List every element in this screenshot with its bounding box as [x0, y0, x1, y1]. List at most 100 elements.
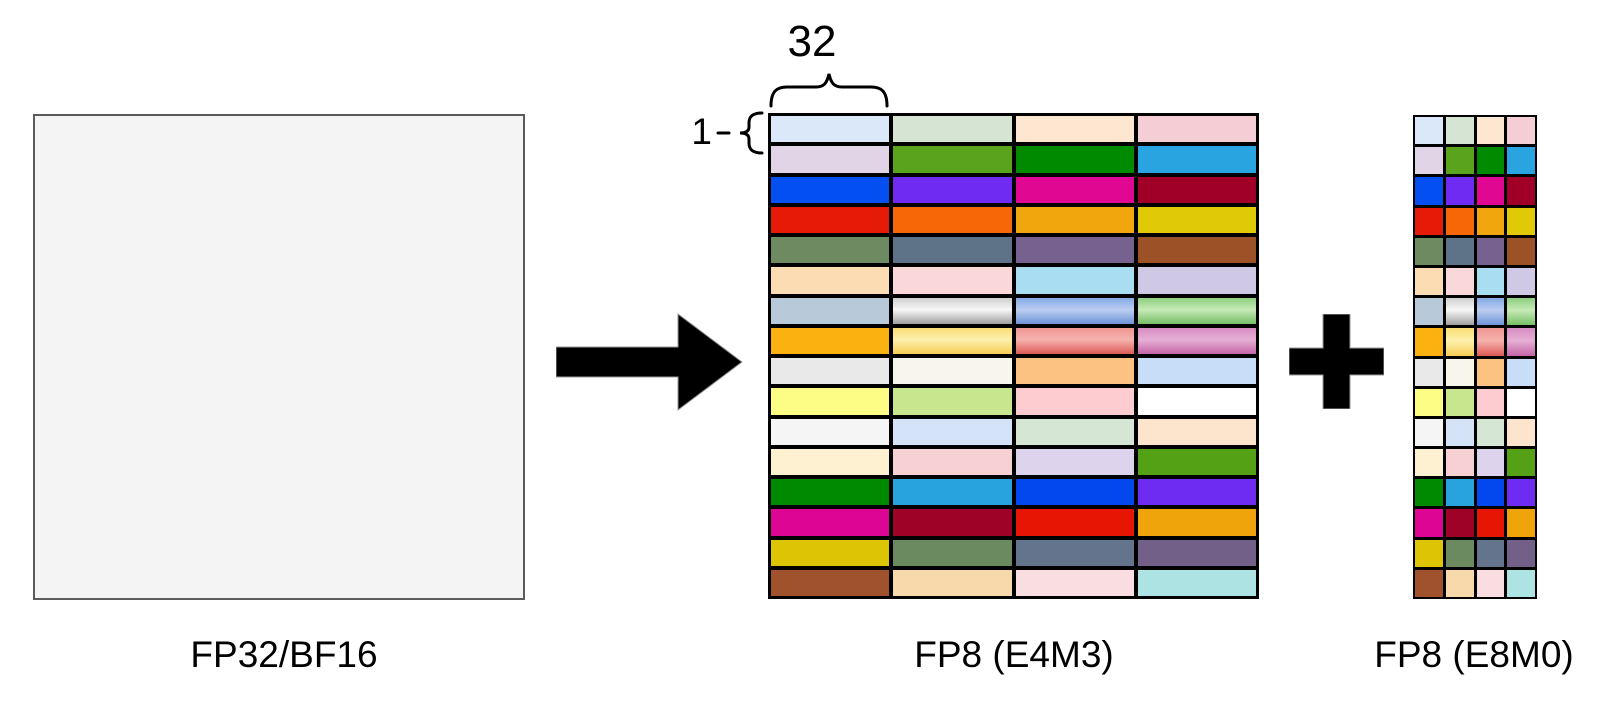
e4m3-cell — [771, 358, 890, 385]
e8m0-scale-cell — [1445, 479, 1474, 507]
e4m3-cell — [1015, 206, 1134, 233]
fp32-caption: FP32/BF16 — [190, 634, 378, 675]
e8m0-scale-cell — [1415, 479, 1443, 507]
e4m3-cell — [893, 206, 1012, 233]
e4m3-cell — [893, 116, 1012, 143]
e4m3-cell — [1137, 418, 1256, 445]
e4m3-cell — [893, 569, 1012, 596]
e8m0-scale-cell — [1507, 418, 1535, 447]
e8m0-scale-cell — [1476, 207, 1505, 235]
e8m0-scale-cell — [1507, 449, 1535, 477]
e4m3-cell — [771, 327, 890, 354]
e8m0-scale-cell — [1507, 117, 1535, 145]
e4m3-cell — [1137, 539, 1256, 566]
e8m0-scale-cell — [1415, 418, 1443, 447]
e8m0-scale-cell — [1445, 147, 1474, 175]
e4m3-cell — [893, 176, 1012, 203]
e4m3-cell — [1015, 509, 1134, 536]
e8m0-scale-cell — [1415, 509, 1443, 537]
e8m0-scale-cell — [1445, 569, 1474, 597]
e8m0-scale-cell — [1445, 267, 1474, 296]
e8m0-scale-cell — [1476, 117, 1505, 145]
e4m3-cell — [1015, 569, 1134, 596]
e8m0-scale-cell — [1476, 449, 1505, 477]
e4m3-cell — [1015, 418, 1134, 445]
e4m3-cell — [1137, 206, 1256, 233]
e8m0-scale-cell — [1507, 177, 1535, 205]
e4m3-cell — [771, 267, 890, 294]
e8m0-scale-cell — [1415, 147, 1443, 175]
e8m0-scale-cell — [1476, 509, 1505, 537]
e4m3-matrix — [768, 113, 1259, 599]
e8m0-scale-cell — [1507, 267, 1535, 296]
e4m3-cell — [1015, 388, 1134, 415]
e4m3-cell — [1015, 267, 1134, 294]
e8m0-scale-cell — [1445, 328, 1474, 356]
e4m3-cell — [771, 116, 890, 143]
e8m0-scale-cell — [1476, 177, 1505, 205]
e4m3-cell — [1137, 327, 1256, 354]
e8m0-scale-cell — [1507, 237, 1535, 265]
e8m0-scale-cell — [1507, 539, 1535, 567]
e8m0-scale-cell — [1445, 509, 1474, 537]
e4m3-cell — [1137, 388, 1256, 415]
e8m0-scale-cell — [1445, 237, 1474, 265]
e4m3-cell — [771, 569, 890, 596]
e8m0-scale-cell — [1476, 569, 1505, 597]
e8m0-scale-cell — [1415, 388, 1443, 416]
e8m0-scale-cell — [1476, 418, 1505, 447]
e4m3-cell — [1015, 297, 1134, 324]
e4m3-cell — [771, 388, 890, 415]
e4m3-cell — [1015, 116, 1134, 143]
e8m0-scale-cell — [1415, 267, 1443, 296]
e8m0-scale-cell — [1445, 177, 1474, 205]
e8m0-scale-cell — [1445, 207, 1474, 235]
e4m3-cell — [771, 206, 890, 233]
e4m3-cell — [893, 479, 1012, 506]
e8m0-scale-cell — [1415, 207, 1443, 235]
e8m0-scale-cell — [1507, 388, 1535, 416]
e4m3-cell — [893, 146, 1012, 173]
e4m3-cell — [893, 327, 1012, 354]
e4m3-cell — [771, 146, 890, 173]
e4m3-cell — [1137, 297, 1256, 324]
e4m3-cell — [1137, 116, 1256, 143]
row-height-label: 1 — [691, 111, 712, 152]
e4m3-cell — [1015, 358, 1134, 385]
e8m0-scale-cell — [1507, 298, 1535, 326]
e4m3-cell — [771, 297, 890, 324]
e8m0-scale-cell — [1507, 358, 1535, 386]
e4m3-cell — [1015, 448, 1134, 475]
e8m0-scale-cell — [1415, 177, 1443, 205]
e8m0-scale-cell — [1445, 418, 1474, 447]
e4m3-cell — [1137, 479, 1256, 506]
e4m3-cell — [1137, 267, 1256, 294]
e8m0-scale-cell — [1445, 358, 1474, 386]
e4m3-cell — [1137, 358, 1256, 385]
e4m3-cell — [893, 388, 1012, 415]
e8m0-scale-cell — [1507, 479, 1535, 507]
e8m0-scale-cell — [1445, 388, 1474, 416]
e4m3-cell — [893, 448, 1012, 475]
e8m0-scale-cell — [1507, 207, 1535, 235]
e8m0-scale-cell — [1476, 388, 1505, 416]
e4m3-cell — [893, 539, 1012, 566]
e8m0-scale-cell — [1476, 147, 1505, 175]
left-brace-icon — [716, 111, 764, 155]
e4m3-cell — [771, 479, 890, 506]
e4m3-cell — [771, 539, 890, 566]
e4m3-cell — [893, 358, 1012, 385]
e8m0-scale-cell — [1476, 479, 1505, 507]
e8m0-scale-cell — [1476, 358, 1505, 386]
e8m0-scale-cell — [1507, 509, 1535, 537]
e8m0-scale-cell — [1476, 539, 1505, 567]
e8m0-scale-cell — [1415, 569, 1443, 597]
e4m3-cell — [771, 448, 890, 475]
e8m0-scale-cell — [1415, 237, 1443, 265]
e4m3-cell — [771, 418, 890, 445]
e8m0-scale-cell — [1476, 298, 1505, 326]
top-brace-icon — [769, 73, 889, 108]
e4m3-cell — [893, 418, 1012, 445]
e8m0-scale-cell — [1445, 298, 1474, 326]
